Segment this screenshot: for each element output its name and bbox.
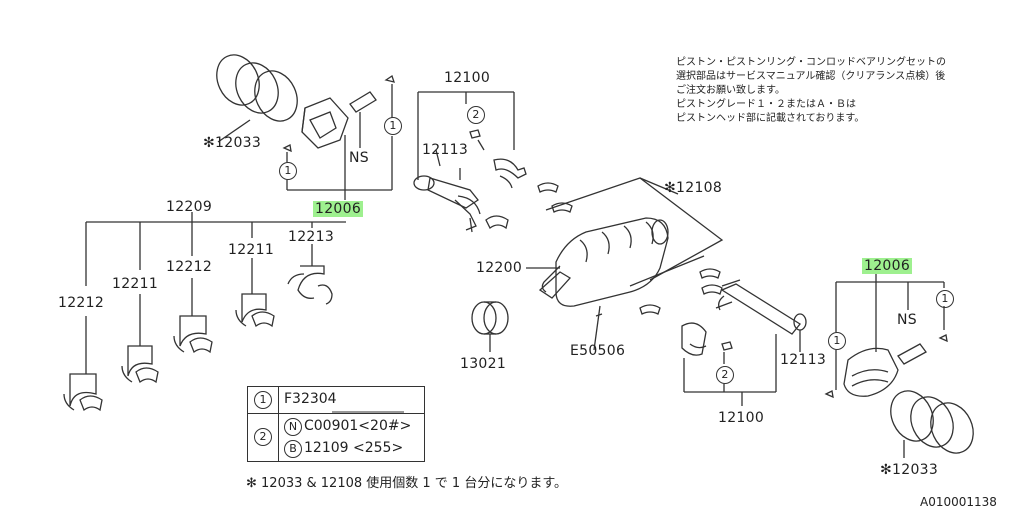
label-ns-top: NS (349, 150, 369, 166)
note-line-3: ご注文お願い致します。 (676, 85, 785, 96)
pin-clip-top-left (282, 144, 292, 153)
label-12212-b: 12212 (166, 259, 213, 275)
note-line-2: 選択部品はサービスマニュアル確認（クリアランス点検）後 (676, 71, 946, 82)
connecting-rod-bottom (715, 279, 807, 335)
bearing-shell-12213 (287, 265, 333, 305)
circle-1-bottom-right: 1 (936, 290, 954, 308)
label-12211-a: 12211 (112, 276, 159, 292)
label-12113-bottom: 12113 (780, 352, 827, 368)
document-id: A010001138 (920, 495, 997, 509)
crank-pulley (471, 301, 509, 352)
bearing-shells-top (485, 182, 573, 230)
bearing-shell-12211-b (235, 293, 275, 328)
label-12212-a: 12212 (58, 295, 105, 311)
legend-code-f32304: F32304 (284, 391, 337, 407)
legend-symbol-b: B (284, 440, 302, 458)
note-line-1: ピストン・ピストンリング・コンロッドベアリングセットの (676, 57, 946, 68)
rod-cap-top (493, 158, 527, 189)
circle-2-bottom: 2 (716, 366, 734, 384)
legend-table: 1 F32304 2 N C00901<20#> B 12109 <255> (247, 386, 425, 462)
label-12113-top: 12113 (422, 142, 469, 158)
pin-clip-bottom-left (824, 390, 834, 399)
piston-pin-top (349, 91, 377, 113)
bearing-shell-12212-a (63, 373, 103, 412)
circle-2-top: 2 (467, 106, 485, 124)
rod-bolt-nut-top (469, 129, 485, 151)
label-e50506: E50506 (570, 343, 626, 359)
label-12006-bottom: 12006 (862, 258, 913, 274)
note-line-5: ピストンヘッド部に記載されております。 (676, 113, 865, 124)
legend-code-c00901: C00901<20#> (304, 418, 412, 434)
footnote: ✻ 12033 & 12108 使用個数 1 で 1 台分になります。 (246, 476, 568, 491)
piston-rings-bottom (890, 390, 974, 454)
crankshaft (538, 217, 669, 307)
legend-code-12109: 12109 <255> (304, 440, 404, 456)
label-12100-bottom: 12100 (718, 410, 765, 426)
selection-note: ピストン・ピストンリング・コンロッドベアリングセットの 選択部品はサービスマニュ… (676, 56, 976, 126)
label-12108: ✻12108 (664, 180, 723, 196)
rod-nut-bottom (721, 341, 733, 351)
piston-rings-top (216, 54, 298, 122)
connecting-rod-top (413, 168, 481, 233)
label-12033-bottom: ✻12033 (880, 462, 939, 478)
legend-circle-1: 1 (254, 391, 272, 409)
label-12211-b: 12211 (228, 242, 275, 258)
circle-1-top-right: 1 (384, 117, 402, 135)
bearing-shell-12211-a (121, 345, 159, 384)
bearing-shell-12212-b (173, 315, 213, 354)
circle-1-top-left: 1 (279, 162, 297, 180)
label-ns-bottom: NS (897, 312, 917, 328)
note-line-4: ピストングレード１・２またはＡ・Ｂは (676, 99, 856, 110)
legend-symbol-n: N (284, 418, 302, 436)
label-13021: 13021 (460, 356, 507, 372)
label-12213: 12213 (288, 229, 335, 245)
label-12033-top: ✻12033 (203, 135, 262, 151)
pin-clip-bottom-right (938, 334, 948, 343)
piston-bottom (843, 347, 899, 397)
piston-top (301, 97, 349, 149)
label-12100-top: 12100 (444, 70, 491, 86)
label-12200: 12200 (476, 260, 523, 276)
pin-clip-top-right (384, 74, 395, 83)
label-12006-top: 12006 (313, 201, 364, 217)
rod-cap-bottom (681, 322, 707, 356)
legend-circle-2: 2 (254, 428, 272, 446)
piston-pin-bottom (897, 343, 927, 365)
circle-1-bottom-left: 1 (828, 332, 846, 350)
label-12209: 12209 (166, 199, 213, 215)
key-e50506 (595, 313, 603, 317)
